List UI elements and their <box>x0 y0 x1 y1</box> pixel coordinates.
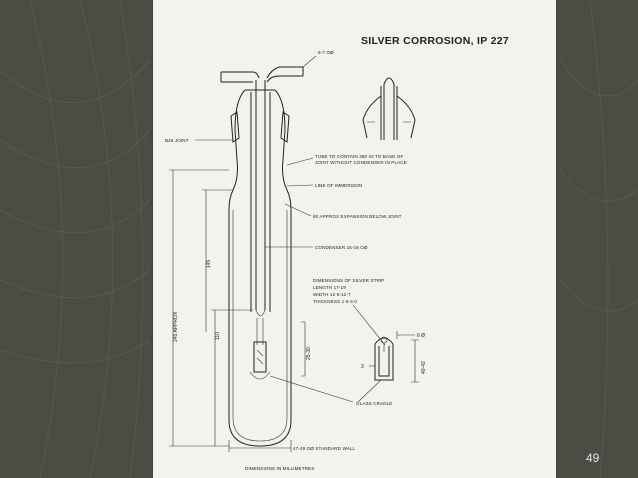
annotations: 6-7 OØ B45 JOINT TUBE TO CONTAIN 350 ml … <box>165 50 407 471</box>
slide-page-number: 49 <box>586 451 600 465</box>
cradle-diameter-dim: 6 Ø <box>417 333 425 339</box>
tube-note-line-1: TUBE TO CONTAIN 350 ml TO BASE OF <box>315 154 403 159</box>
standard-wall-label: 47-49 OØ STANDARD WALL <box>293 446 356 451</box>
overall-height-dim: 245 APPROX <box>173 311 179 342</box>
glass-cradle-detail: 6 Ø 3 40-42 <box>361 331 427 383</box>
lower-dim: 110 <box>215 332 221 340</box>
tube-note-line-2: JOINT WITHOUT CONDENSER IN PLACE <box>315 160 407 165</box>
expansion-label: 60 APPROX EXPANSION BELOW JOINT <box>313 214 402 219</box>
strip-title-label: DIMENSIONS OF SILVER STRIP <box>313 278 384 283</box>
glass-cradle-label: GLASS CRADLE <box>356 401 392 406</box>
strip-thickness-label: THICKNESS 1·6-3·0 <box>313 299 357 304</box>
drawing-sheet: SILVER CORROSION, IP 227 <box>153 0 556 478</box>
line-of-immersion-label: LINE OF IMMERSION <box>315 183 362 188</box>
units-note: DIMENSIONS IN MILLIMETRES <box>245 466 314 471</box>
condenser-label: CONDENSER 15-16 OØ <box>315 245 368 250</box>
b45-joint-label: B45 JOINT <box>165 138 189 143</box>
upper-dim: 145 <box>206 259 212 268</box>
drawing-title: SILVER CORROSION, IP 227 <box>361 35 509 47</box>
outer-tube-diameter-label: 6-7 OØ <box>318 50 334 55</box>
cradle-offset-dim: 3 <box>361 364 364 370</box>
strip-length-label: LENGTH 17-19 <box>313 285 346 290</box>
dimension-lines: 245 APPROX 145 110 25-30 <box>169 169 312 447</box>
strip-width-label: WIDTH 12·6-12·7 <box>313 292 351 297</box>
cradle-height-dim: 40-42 <box>421 361 427 374</box>
cradle-gap-dim: 25-30 <box>306 347 312 360</box>
apparatus-drawing <box>220 66 304 447</box>
silver-corrosion-apparatus-diagram: SILVER CORROSION, IP 227 <box>165 35 509 471</box>
condenser-top-detail <box>362 77 416 140</box>
